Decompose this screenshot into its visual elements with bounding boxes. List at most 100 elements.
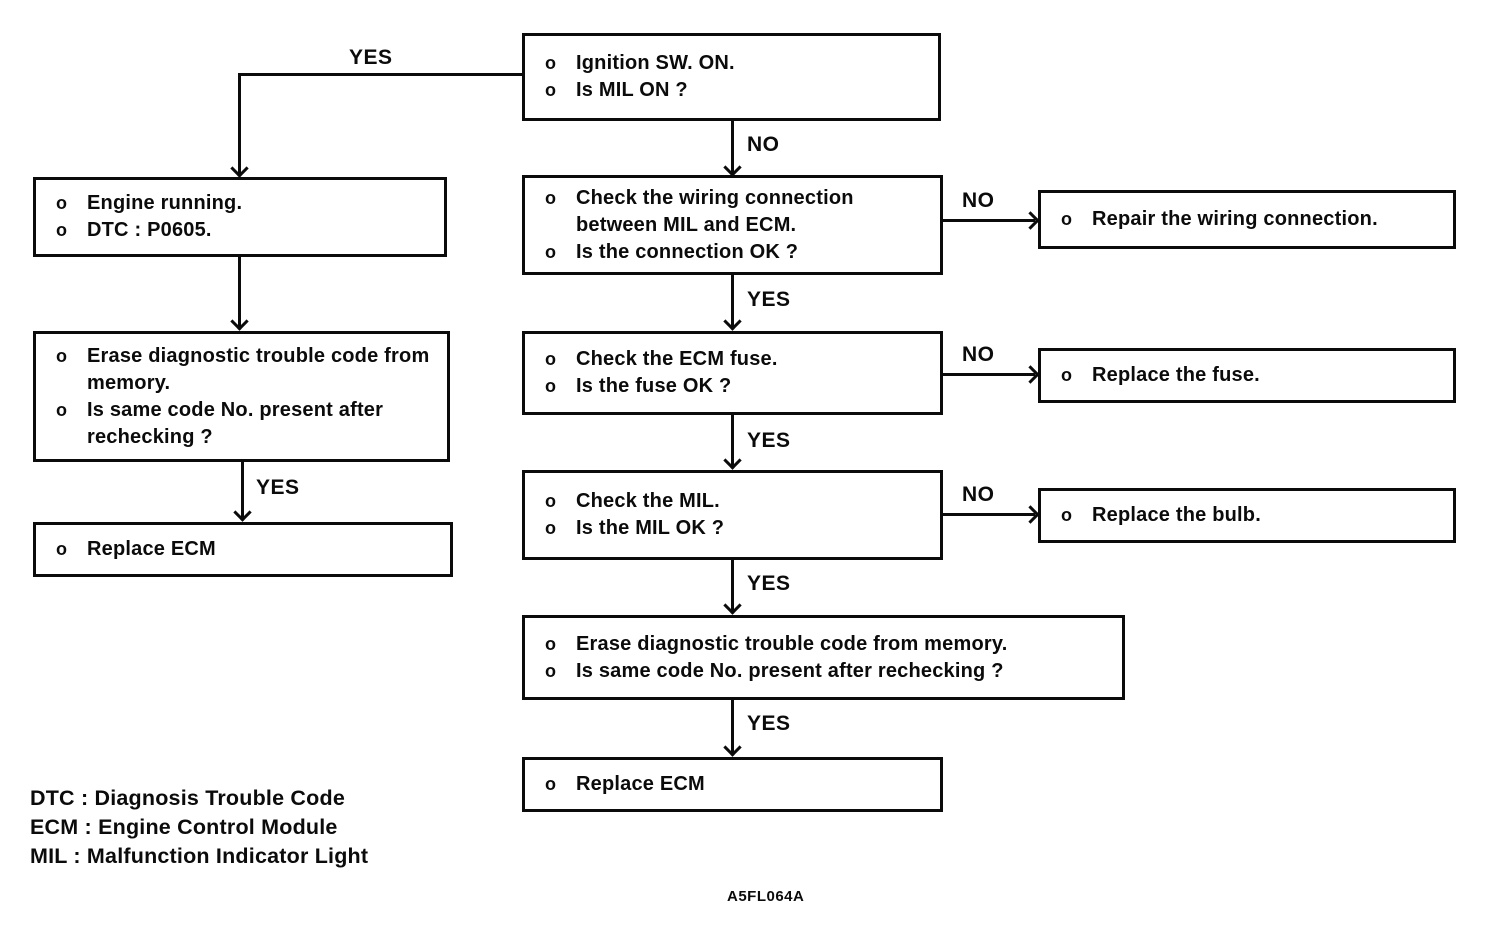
node-text: Erase diagnostic trouble code from memor…	[87, 344, 430, 394]
branch-label-no: NO	[747, 133, 780, 156]
arrowhead-down-icon	[723, 738, 742, 757]
arrowhead-right-icon	[1021, 211, 1040, 230]
node-line: o Replace the bulb.	[1041, 502, 1445, 529]
node-line: o Replace the fuse.	[1041, 362, 1445, 389]
bullet: o	[545, 518, 556, 538]
connector-left-1	[238, 257, 241, 327]
node-erase-left: o Erase diagnostic trouble code from memo…	[33, 331, 450, 462]
legend-line-ecm: ECM : Engine Control Module	[30, 815, 338, 839]
node-text: Is same code No. present after recheckin…	[87, 398, 384, 448]
node-replace-ecm-mid: o Replace ECM	[522, 757, 943, 812]
branch-label-no: NO	[962, 343, 995, 366]
connector-no-right-3	[943, 513, 1035, 516]
connector-no-down	[731, 121, 734, 173]
bullet: o	[1061, 209, 1072, 229]
node-check-wiring: o Check the wiring connection between MIL…	[522, 175, 943, 275]
branch-label-no: NO	[962, 483, 995, 506]
legend-line-mil: MIL : Malfunction Indicator Light	[30, 844, 369, 868]
bullet: o	[545, 491, 556, 511]
bullet: o	[545, 349, 556, 369]
connector-mid-4	[731, 700, 734, 753]
arrowhead-right-icon	[1021, 505, 1040, 524]
node-line: o Check the MIL.	[525, 488, 932, 515]
node-line: o Replace ECM	[36, 536, 442, 563]
node-line: o Is MIL ON ?	[525, 77, 930, 104]
connector-mid-3	[731, 560, 734, 611]
node-text: DTC : P0605.	[87, 219, 212, 241]
node-line: o DTC : P0605.	[36, 217, 436, 244]
node-replace-bulb: o Replace the bulb.	[1038, 488, 1456, 543]
node-line: o Erase diagnostic trouble code from memo…	[525, 631, 1114, 658]
connector-mid-1	[731, 275, 734, 327]
bullet: o	[545, 53, 556, 73]
bullet: o	[545, 633, 556, 654]
connector-no-right-1	[943, 219, 1035, 222]
node-text: Replace the fuse.	[1092, 364, 1260, 386]
branch-label-yes: YES	[747, 288, 791, 311]
bullet: o	[1061, 365, 1072, 385]
legend: DTC : Diagnosis Trouble Code ECM : Engin…	[30, 784, 368, 871]
branch-label-yes: YES	[256, 476, 300, 499]
branch-label-yes: YES	[349, 46, 393, 69]
bullet: o	[1061, 505, 1072, 525]
node-text: Erase diagnostic trouble code from memor…	[576, 632, 1008, 655]
node-text: Ignition SW. ON.	[576, 52, 735, 74]
node-ignition: o Ignition SW. ON. o Is MIL ON ?	[522, 33, 941, 121]
node-line: o Is the connection OK ?	[525, 239, 932, 266]
connector-left-2	[241, 462, 244, 518]
node-text: Replace ECM	[87, 538, 216, 560]
node-line: o Replace ECM	[525, 771, 932, 798]
node-text: Is the MIL OK ?	[576, 517, 725, 539]
bullet: o	[56, 345, 67, 366]
arrowhead-right-icon	[1021, 365, 1040, 384]
arrowhead-down-icon	[723, 312, 742, 331]
bullet: o	[545, 376, 556, 396]
node-text: Is MIL ON ?	[576, 79, 688, 101]
node-line: o Is the MIL OK ?	[525, 515, 932, 542]
node-erase-mid: o Erase diagnostic trouble code from memo…	[522, 615, 1125, 700]
bullet: o	[545, 80, 556, 100]
legend-line-dtc: DTC : Diagnosis Trouble Code	[30, 786, 345, 810]
bullet: o	[545, 187, 556, 208]
bullet: o	[545, 774, 556, 794]
node-line: o Erase diagnostic trouble code from memo…	[36, 343, 439, 397]
connector-no-right-2	[943, 373, 1035, 376]
connector-yes-top-h	[238, 73, 524, 76]
branch-label-yes: YES	[747, 429, 791, 452]
node-text: Is the connection OK ?	[576, 240, 799, 263]
arrowhead-down-icon	[723, 158, 742, 177]
arrowhead-down-icon	[723, 451, 742, 470]
node-text: Is the fuse OK ?	[576, 375, 732, 397]
connector-yes-top-v	[238, 73, 241, 174]
bullet: o	[56, 220, 67, 240]
arrowhead-down-icon	[723, 596, 742, 615]
node-line: o Check the wiring connection between MIL…	[525, 185, 932, 239]
arrowhead-down-icon	[233, 503, 252, 522]
branch-label-yes: YES	[747, 572, 791, 595]
node-replace-fuse: o Replace the fuse.	[1038, 348, 1456, 403]
node-line: o Is the fuse OK ?	[525, 373, 932, 400]
node-text: Engine running.	[87, 192, 243, 214]
node-text: Replace the bulb.	[1092, 504, 1261, 526]
node-line: o Check the ECM fuse.	[525, 346, 932, 373]
arrowhead-down-icon	[230, 159, 249, 178]
branch-label-yes: YES	[747, 712, 791, 735]
node-text: Check the MIL.	[576, 490, 720, 512]
bullet: o	[545, 241, 556, 262]
bullet: o	[56, 193, 67, 213]
bullet: o	[56, 539, 67, 559]
node-text: Check the wiring connection between MIL …	[576, 186, 854, 236]
node-line: o Is same code No. present after rechecki…	[36, 397, 439, 451]
node-text: Replace ECM	[576, 773, 705, 795]
branch-label-no: NO	[962, 189, 995, 212]
node-text: Check the ECM fuse.	[576, 348, 778, 370]
bullet: o	[56, 399, 67, 420]
connector-mid-2	[731, 415, 734, 466]
node-line: o Ignition SW. ON.	[525, 50, 930, 77]
node-check-fuse: o Check the ECM fuse. o Is the fuse OK ?	[522, 331, 943, 415]
